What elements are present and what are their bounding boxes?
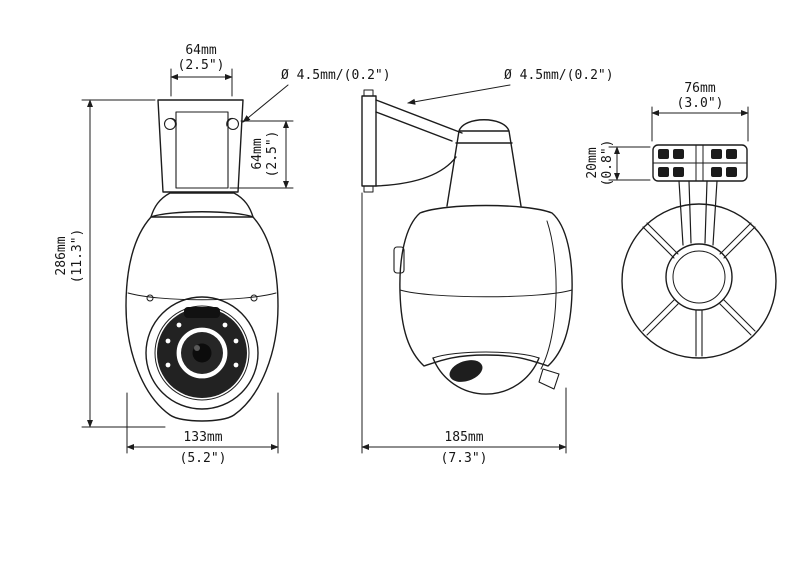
screw-hole: [711, 167, 722, 177]
screw-hole: [711, 149, 722, 159]
rear-column: [678, 180, 718, 246]
dim-label-side-depth-in: (7.3"): [440, 451, 488, 466]
screw-hole: [658, 149, 669, 159]
lens-glint: [194, 345, 200, 351]
front-plate-recess: [175, 111, 229, 189]
front-lens-assembly: [145, 296, 259, 410]
leader-line: [242, 84, 289, 123]
rear-column-line: [688, 180, 692, 244]
side-camera-body: [399, 204, 573, 367]
front-body-seam: [127, 292, 277, 301]
dim-label-front-overall-height-in: (11.3"): [70, 228, 85, 284]
front-seam-screw-left: [146, 294, 154, 302]
front-mounting-plate: [157, 99, 244, 193]
ir-led-dot: [233, 338, 239, 344]
dim-label-front-top-width-in: (2.5"): [177, 58, 225, 73]
side-body-seam: [399, 289, 573, 298]
dim-label-front-body-width-in: (5.2"): [179, 451, 227, 466]
rear-spoke: [719, 222, 752, 255]
rear-spoke: [642, 299, 675, 332]
side-plate-tab-top: [363, 89, 374, 97]
ir-led-dot: [165, 362, 171, 368]
rear-hub-outer: [665, 243, 733, 311]
front-view-drawing: [125, 99, 279, 422]
front-seam-screw-right: [250, 294, 258, 302]
screw-hole: [726, 149, 737, 159]
dim-label-front-hole-callout: Ø 4.5mm/(0.2"): [281, 68, 391, 83]
dim-label-front-top-width-mm: 64mm: [185, 43, 217, 58]
rear-spokes: [642, 222, 756, 357]
rear-spoke: [646, 222, 679, 255]
dim-label-rear-plate-height-mm: 20mm: [585, 147, 600, 179]
dim-label-rear-plate-width-mm: 76mm: [684, 81, 716, 96]
dim-label-rear-plate-width-in: (3.0"): [676, 96, 724, 111]
screw-hole: [726, 167, 737, 177]
side-bracket-arm: [375, 99, 463, 187]
rear-view-drawing: [621, 144, 777, 359]
side-view-drawing: [361, 89, 573, 395]
dim-label-side-depth-mm: 185mm: [444, 430, 484, 445]
lens-bezel-outer: [145, 296, 259, 410]
rear-body-circle: [621, 203, 777, 359]
ir-led-dot: [233, 362, 239, 368]
ir-led-dots: [165, 322, 239, 368]
rear-spoke: [719, 303, 752, 336]
side-dome-camera-module: [449, 360, 483, 382]
screw-hole: [673, 167, 684, 177]
rear-column-line: [704, 180, 708, 244]
side-clip-tab: [393, 246, 405, 274]
side-mount-cone: [446, 119, 522, 207]
side-plate-tab-bottom: [363, 185, 374, 193]
dim-label-front-body-width-mm: 133mm: [183, 430, 223, 445]
side-foot-tab: [538, 368, 560, 390]
front-mount-keyhole-right-icon: [226, 117, 240, 130]
ir-led-dot: [165, 338, 171, 344]
rear-column-line: [712, 180, 718, 246]
side-dome-cover: [432, 357, 540, 395]
side-wall-plate: [361, 95, 377, 187]
ir-led-dot: [176, 322, 182, 328]
screw-hole: [658, 167, 669, 177]
rear-spoke: [723, 299, 756, 332]
dim-label-front-bracket-height-mm: 64mm: [250, 138, 265, 170]
screw-hole: [673, 149, 684, 159]
rear-hub-inner: [672, 250, 726, 304]
leader-line: [407, 84, 511, 105]
rear-spoke: [642, 226, 675, 259]
ir-window-slot: [184, 307, 220, 318]
ir-led-dot: [222, 322, 228, 328]
front-camera-body: [125, 211, 279, 422]
rear-plate-holes: [658, 149, 737, 177]
side-dome-junction: [432, 351, 540, 359]
dimension-annotations: [81, 68, 749, 454]
rear-spoke: [646, 303, 679, 336]
side-bezel-edge: [540, 220, 557, 370]
dim-label-front-overall-height-mm: 286mm: [54, 236, 69, 276]
dim-label-side-hole-callout: Ø 4.5mm/(0.2"): [504, 68, 614, 83]
front-mount-keyhole-left-icon: [163, 117, 177, 130]
lens-bezel-ring: [154, 305, 250, 401]
dim-label-front-bracket-height-in: (2.5"): [265, 130, 280, 178]
dim-label-rear-plate-height-in: (0.8"): [600, 139, 615, 187]
rear-spoke: [723, 226, 756, 259]
rear-column-line: [678, 180, 684, 246]
